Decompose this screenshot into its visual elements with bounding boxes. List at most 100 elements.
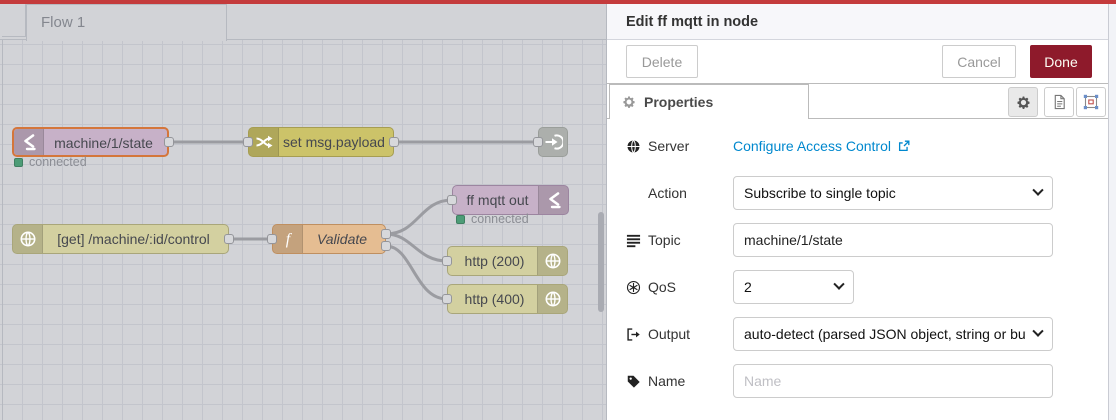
globe-icon	[537, 247, 567, 275]
output-label-text: Output	[648, 326, 691, 342]
action-row: Action Subscribe to single topic	[626, 176, 1108, 210]
properties-form: Server Configure Access Control Action S	[607, 119, 1108, 398]
editor-tabs-row: Properties	[607, 84, 1108, 119]
topic-label-text: Topic	[648, 232, 681, 248]
wire	[384, 244, 449, 301]
chevron-down-icon	[833, 278, 845, 290]
node-status: connected	[456, 212, 529, 226]
tabs-divider	[607, 118, 1108, 119]
input-port[interactable]	[447, 195, 457, 205]
shuffle-icon	[249, 128, 279, 156]
svg-text:f: f	[285, 231, 292, 248]
tab-properties[interactable]: Properties	[609, 84, 809, 119]
server-label: Server	[626, 138, 733, 154]
node-label: ff mqtt out	[466, 192, 529, 208]
node-http-response-400[interactable]: http (400)	[447, 284, 568, 314]
node-mqtt-in[interactable]: machine/1/state	[12, 127, 169, 157]
globe-icon	[537, 285, 567, 313]
header-accent-bar	[0, 0, 1116, 4]
properties-tab-button[interactable]	[1008, 87, 1038, 117]
output-port[interactable]	[164, 137, 174, 147]
action-select[interactable]: Subscribe to single topic	[733, 176, 1053, 210]
server-row: Server Configure Access Control	[626, 129, 1108, 163]
action-label: Action	[626, 185, 733, 201]
node-label: http (400)	[464, 291, 525, 307]
globe-icon	[627, 139, 640, 153]
appearance-tab-button[interactable]	[1076, 87, 1106, 117]
topic-row: Topic	[626, 223, 1108, 257]
node-http-response-200[interactable]: http (200)	[447, 246, 568, 276]
gear-icon	[1017, 96, 1029, 109]
name-row: Name	[626, 364, 1108, 398]
chevron-down-icon	[1032, 184, 1044, 196]
done-button[interactable]: Done	[1030, 45, 1092, 78]
link-out-icon	[539, 128, 567, 156]
flow-tab-bar: Flow 1	[0, 4, 606, 41]
node-change[interactable]: set msg.payload	[248, 127, 394, 157]
output-label: Output	[626, 326, 733, 342]
node-http-in[interactable]: [get] /machine/:id/control	[12, 224, 229, 254]
gear-icon	[623, 96, 635, 109]
tab-flow-1[interactable]: Flow 1	[26, 4, 227, 41]
cancel-button[interactable]: Cancel	[942, 45, 1016, 78]
canvas-vertical-scrollbar[interactable]	[598, 212, 604, 312]
chevron-down-icon	[1032, 325, 1044, 337]
appearance-frame-icon	[1083, 94, 1099, 110]
qos-empire-icon	[626, 280, 641, 294]
node-function[interactable]: f Validate	[272, 224, 386, 254]
node-status: connected	[14, 155, 87, 169]
input-port[interactable]	[442, 294, 452, 304]
output-port-1[interactable]	[381, 229, 391, 239]
node-mqtt-out[interactable]: ff mqtt out	[452, 185, 569, 215]
input-port[interactable]	[243, 137, 253, 147]
status-text: connected	[471, 212, 529, 226]
description-tab-button[interactable]	[1044, 87, 1074, 117]
name-label: Name	[626, 373, 733, 389]
action-label-text: Action	[648, 185, 687, 201]
output-port[interactable]	[224, 234, 234, 244]
qos-row: QoS 2	[626, 270, 1108, 304]
qos-label: QoS	[626, 279, 733, 295]
globe-icon	[13, 225, 43, 253]
node-label: machine/1/state	[54, 135, 153, 151]
edit-node-panel: Edit ff mqtt in node Delete Cancel Done …	[606, 4, 1108, 420]
name-input[interactable]	[733, 364, 1053, 398]
sidebar-edge-strip	[1108, 4, 1116, 420]
mqtt-icon	[14, 129, 44, 155]
input-port[interactable]	[267, 234, 277, 244]
wires-layer	[167, 140, 540, 301]
status-dot-icon	[456, 214, 465, 224]
function-icon: f	[273, 225, 303, 253]
tab-stub	[2, 4, 26, 37]
output-select[interactable]: auto-detect (parsed JSON object, string …	[733, 317, 1053, 351]
tag-icon	[627, 375, 640, 388]
topic-input[interactable]	[733, 223, 1053, 257]
output-port[interactable]	[389, 137, 399, 147]
wire	[384, 198, 454, 236]
topic-label: Topic	[626, 232, 733, 248]
canvas-left-border	[2, 4, 3, 420]
input-port[interactable]	[442, 256, 452, 266]
link-text: Configure Access Control	[733, 138, 891, 154]
wire	[384, 232, 449, 263]
external-link-icon	[898, 140, 910, 152]
tasks-icon	[626, 234, 641, 247]
qos-select-value: 2	[744, 279, 752, 295]
qos-select[interactable]: 2	[733, 270, 854, 304]
node-label: http (200)	[464, 253, 525, 269]
node-label: set msg.payload	[283, 134, 385, 150]
document-icon	[1054, 94, 1065, 110]
tab-properties-label: Properties	[644, 94, 714, 110]
panel-toolbar: Delete Cancel Done	[607, 40, 1108, 84]
output-select-value: auto-detect (parsed JSON object, string …	[744, 326, 1026, 342]
status-text: connected	[29, 155, 87, 169]
input-port[interactable]	[533, 137, 543, 147]
action-select-value: Subscribe to single topic	[744, 185, 896, 201]
output-port-2[interactable]	[381, 241, 391, 251]
node-label: Validate	[316, 231, 368, 247]
qos-label-text: QoS	[648, 279, 677, 295]
delete-button[interactable]: Delete	[626, 45, 698, 78]
status-dot-icon	[14, 157, 23, 167]
configure-access-control-link[interactable]: Configure Access Control	[733, 138, 911, 154]
